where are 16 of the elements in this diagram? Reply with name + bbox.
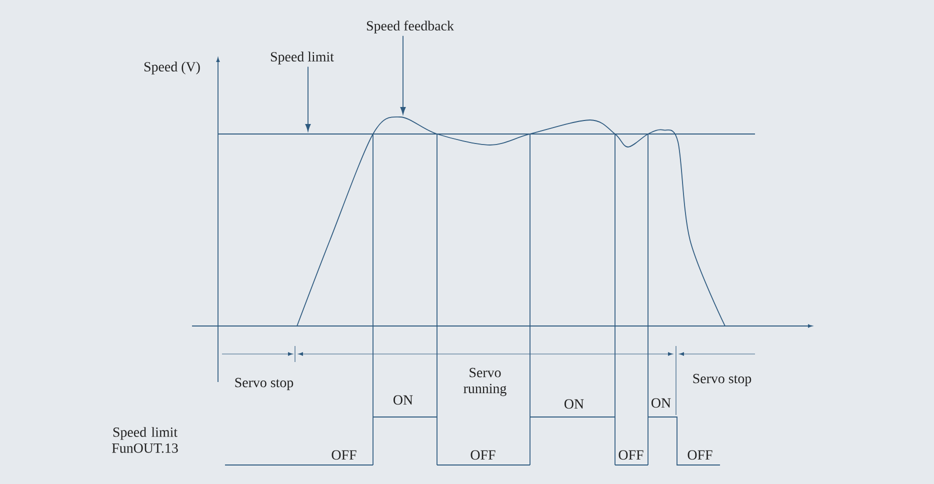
leader-line	[305, 66, 311, 132]
interval-label: Servo stop	[235, 378, 294, 390]
state-label: OFF	[618, 450, 644, 460]
state-label: ON	[564, 399, 584, 409]
state-label: OFF	[688, 450, 712, 460]
interval-label: Servo stop	[693, 374, 752, 386]
signal-label: Speed limit FunOUT.13	[112, 427, 178, 453]
axis-label: Speed (V)	[144, 62, 200, 74]
state-label: ON	[652, 398, 671, 408]
leader-line	[400, 35, 406, 114]
state-label: OFF	[470, 450, 496, 460]
leader-text: Speed limit	[270, 52, 334, 64]
state-label: ON	[394, 395, 413, 405]
leader-text: Speed feedback	[367, 20, 454, 34]
interval-label: Servo running	[464, 368, 506, 396]
state-label: OFF	[332, 450, 356, 460]
